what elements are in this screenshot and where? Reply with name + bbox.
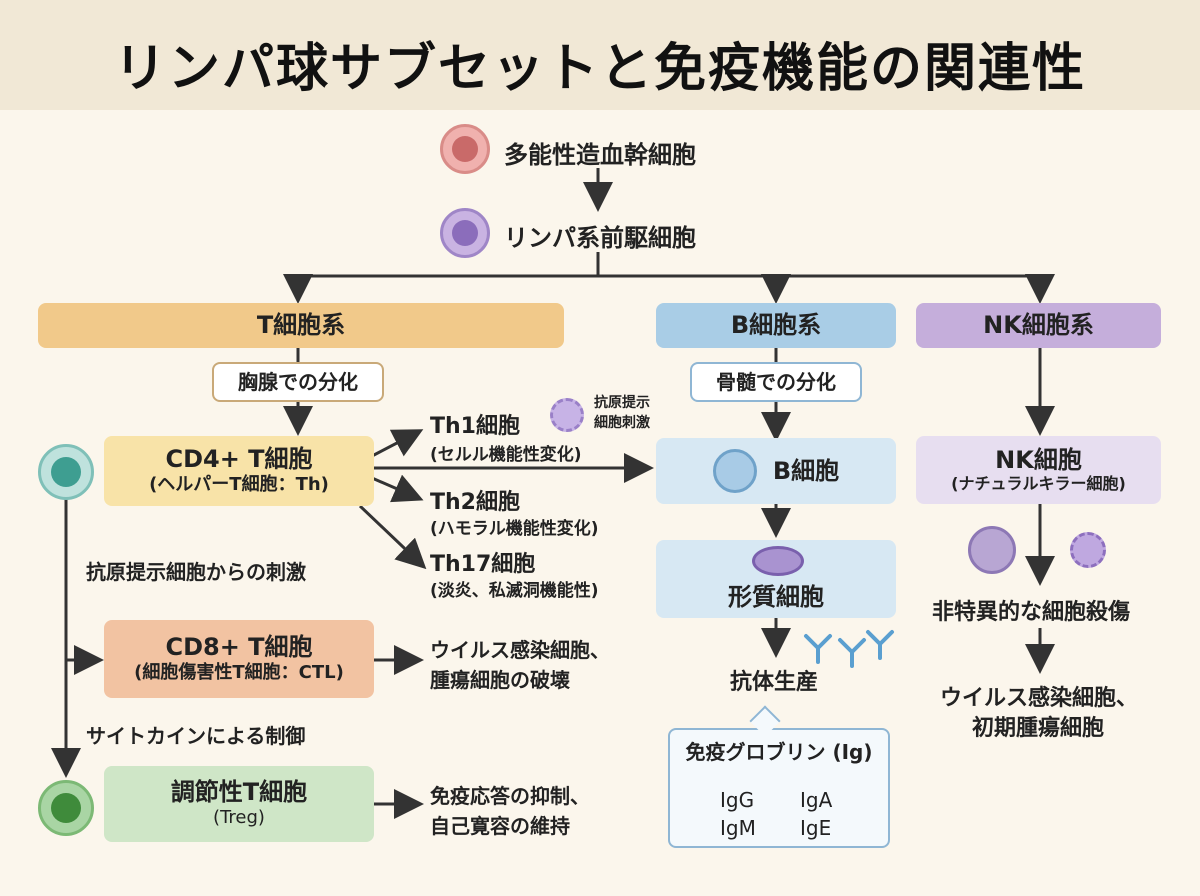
b-cell-box: B細胞 xyxy=(656,438,896,504)
b-lineage-header: B細胞系 xyxy=(656,303,896,348)
page-title: リンパ球サブセットと免疫機能の関連性 xyxy=(113,39,1086,99)
marrow-box: 骨髄での分化 xyxy=(690,362,862,402)
cd8-function-line2: 腫瘍細胞の破壊 xyxy=(430,668,570,692)
nk-cell-box: NK細胞 (ナチュラルキラー細胞) xyxy=(916,436,1161,504)
cytokine-label: サイトカインによる制御 xyxy=(86,724,306,748)
t-lineage-label: T細胞系 xyxy=(256,311,346,340)
ig-item-ige: IgE xyxy=(800,816,832,840)
cd4-to-th2-arrow xyxy=(371,474,424,503)
treg-box: 調節性T細胞 (Treg) xyxy=(104,766,374,842)
immunoglobulin-title: 免疫グロブリン (Ig) xyxy=(685,740,873,764)
treg-function-line1: 免疫応答の抑制、 xyxy=(430,784,590,808)
nk-cell-icon xyxy=(968,526,1016,574)
nk-lineage-label: NK細胞系 xyxy=(983,311,1094,340)
progenitor-nucleus-icon xyxy=(452,220,478,246)
nk-target-line2: 初期腫瘍細胞 xyxy=(972,716,1105,741)
ig-item-iga: IgA xyxy=(800,788,833,812)
treg-subtitle: (Treg) xyxy=(213,807,265,829)
cd4-title: CD4+ T細胞 xyxy=(165,445,313,474)
nk-cell-title: NK細胞 xyxy=(995,445,1082,474)
ig-item-igg: IgG xyxy=(720,788,755,812)
apc-note-line2: 細胞刺激 xyxy=(594,415,650,431)
cd8-box: CD8+ T細胞 (細胞傷害性T細胞：CTL) xyxy=(104,620,374,698)
nk-lineage-header: NK細胞系 xyxy=(916,303,1161,348)
th17-title: Th17細胞 xyxy=(430,552,536,577)
th2-title: Th2細胞 xyxy=(430,490,520,515)
cd4-subtitle: (ヘルパーT細胞：Th) xyxy=(149,474,329,496)
plasma-cell-icon xyxy=(752,546,804,576)
treg-function-line2: 自己寛容の維持 xyxy=(430,814,570,838)
thymus-box: 胸腺での分化 xyxy=(212,362,384,402)
b-cell-icon xyxy=(712,449,757,493)
immunoglobulin-box: 免疫グロブリン (Ig) xyxy=(668,728,890,848)
nk-target-line1: ウイルス感染細胞、 xyxy=(940,686,1139,711)
title-banner xyxy=(0,0,1200,110)
t-cell-nucleus-icon xyxy=(51,457,81,487)
ig-item-igm: IgM xyxy=(720,816,756,840)
nk-cell-subtitle: (ナチュラルキラー細胞) xyxy=(951,474,1126,494)
t-lineage-header: T細胞系 xyxy=(38,303,564,348)
cd4-box: CD4+ T細胞 (ヘルパーT細胞：Th) xyxy=(104,436,374,506)
cd8-function-line1: ウイルス感染細胞、 xyxy=(430,638,610,662)
thymus-label: 胸腺での分化 xyxy=(238,370,358,394)
cd4-to-th17-arrow xyxy=(358,504,427,570)
marrow-label: 骨髄での分化 xyxy=(716,370,836,394)
hsc-nucleus-icon xyxy=(452,136,478,162)
cd8-title: CD8+ T細胞 xyxy=(165,633,313,662)
treg-title: 調節性T細胞 xyxy=(170,778,308,807)
apc-stimulus-label: 抗原提示細胞からの刺激 xyxy=(86,560,306,584)
apc-note-line1: 抗原提示 xyxy=(594,395,650,411)
cd4-to-th1-arrow xyxy=(371,429,424,458)
apc-virus-icon xyxy=(550,398,584,432)
th1-title: Th1細胞 xyxy=(430,414,520,439)
nonspecific-kill-label: 非特異的な細胞殺傷 xyxy=(932,600,1131,625)
plasma-cell-label: 形質細胞 xyxy=(728,583,824,612)
hsc-label: 多能性造血幹細胞 xyxy=(504,141,696,169)
antibody-production-label: 抗体生産 xyxy=(730,670,819,695)
b-lineage-label: B細胞系 xyxy=(730,311,822,340)
b-cell-label: B細胞 xyxy=(772,456,840,485)
th1-subtitle: (セルル機能性変化) xyxy=(430,445,582,465)
treg-cell-nucleus-icon xyxy=(51,793,81,823)
target-cell-icon xyxy=(1070,532,1106,568)
progenitor-label: リンパ系前駆細胞 xyxy=(504,224,696,252)
th17-subtitle: (淡炎、私滅洞機能性) xyxy=(430,581,599,601)
cd8-subtitle: (細胞傷害性T細胞：CTL) xyxy=(134,662,344,684)
th2-subtitle: (ハモラル機能性変化) xyxy=(430,519,599,539)
